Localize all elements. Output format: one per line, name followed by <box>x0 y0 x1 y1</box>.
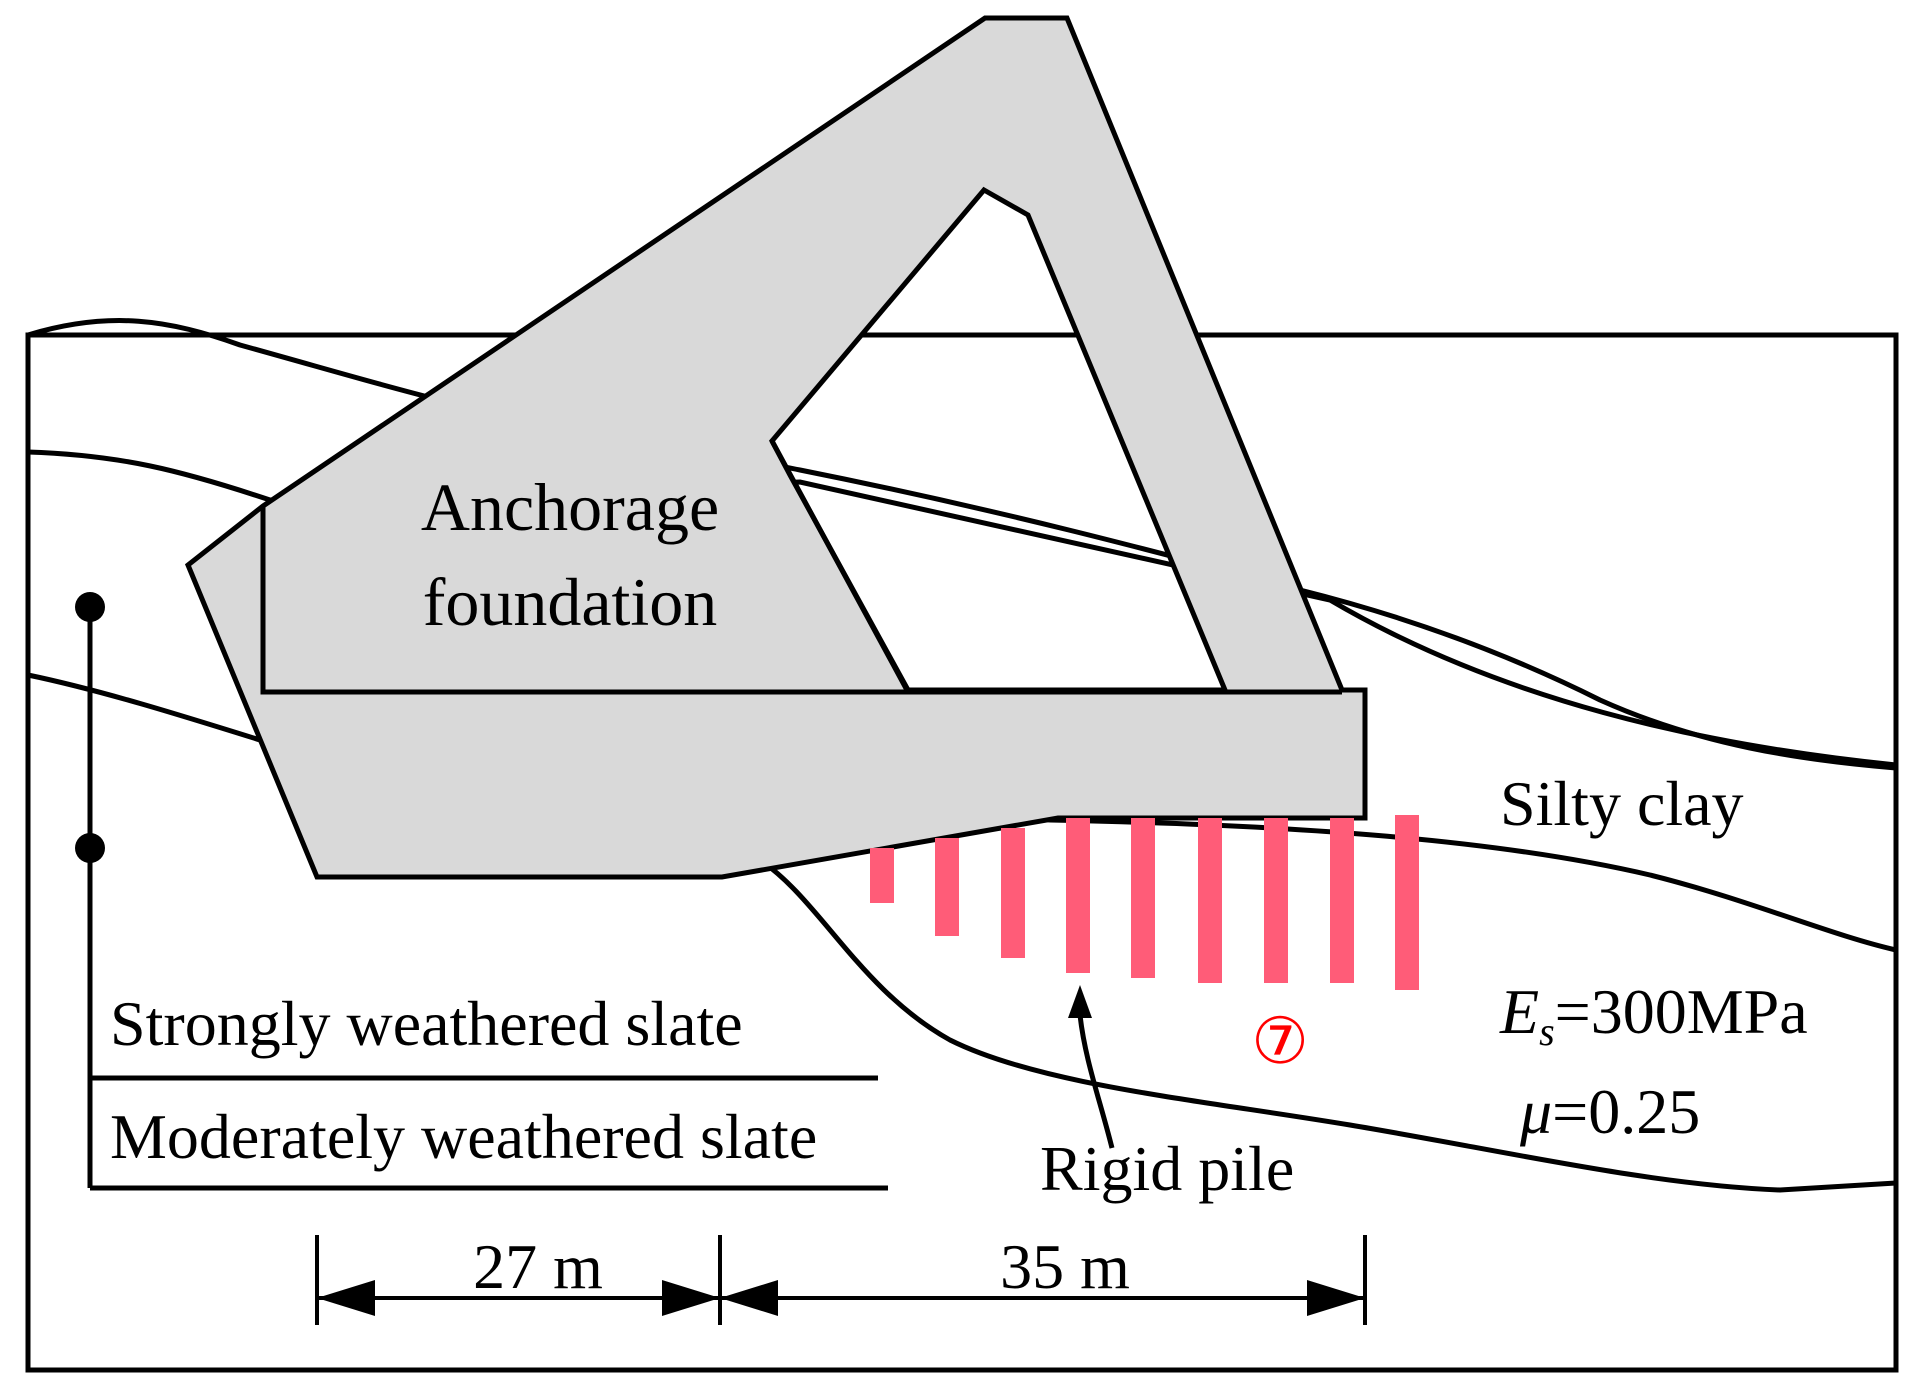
layer-boundary-middle <box>27 672 1897 953</box>
modulus-symbol: E <box>1499 976 1539 1047</box>
strong-slate-label: Strongly weathered slate <box>110 988 743 1059</box>
rigid-pile <box>1001 828 1025 958</box>
rigid-pile <box>935 838 959 936</box>
rigid-pile <box>1330 818 1354 983</box>
foundation-label-line2: foundation <box>423 564 718 640</box>
dim-label-35m: 35 m <box>1000 1231 1130 1302</box>
silty-clay-label: Silty clay <box>1500 768 1744 839</box>
rigid-pile <box>1198 818 1222 983</box>
layer-boundary-lower <box>758 857 1897 1193</box>
moderate-slate-label: Moderately weathered slate <box>110 1101 817 1172</box>
modulus-label: Es=300MPa <box>1499 976 1808 1054</box>
pile-pointer-arrowhead <box>1068 985 1092 1018</box>
modulus-value: =300MPa <box>1555 976 1808 1047</box>
poisson-label: μ=0.25 <box>1519 1076 1700 1147</box>
legend-dot-bottom <box>75 833 105 863</box>
layer-boundary-upper <box>27 449 1897 768</box>
dim-arrow-right <box>1307 1280 1365 1316</box>
dim-arrow-left <box>720 1280 778 1316</box>
foundation-label-line1: Anchorage <box>421 469 719 545</box>
dim-arrow-right <box>662 1280 720 1316</box>
dimension-27m <box>315 1235 722 1325</box>
rigid-pile <box>1131 818 1155 978</box>
layer-number-label: ⑦ <box>1251 1006 1308 1077</box>
rigid-pile <box>870 848 894 903</box>
rigid-piles <box>870 815 1419 990</box>
pile-pointer-line <box>1077 1014 1115 1149</box>
foundation-inner-edge <box>260 506 1342 695</box>
dim-arrow-left <box>317 1280 375 1316</box>
foundation-brace <box>769 439 911 694</box>
rigid-pile <box>1264 818 1288 983</box>
legend-dot-top <box>75 592 105 622</box>
rigid-pile-label: Rigid pile <box>1040 1133 1294 1204</box>
rigid-pile <box>1395 815 1419 990</box>
modulus-subscript: s <box>1539 1009 1555 1054</box>
rigid-pile <box>1066 818 1090 973</box>
poisson-value: =0.25 <box>1552 1076 1700 1147</box>
dim-label-27m: 27 m <box>473 1231 603 1302</box>
ground-surface-line <box>27 318 1897 771</box>
section-frame <box>25 332 1899 1373</box>
poisson-symbol: μ <box>1519 1076 1552 1147</box>
dimension-35m <box>720 1235 1367 1325</box>
